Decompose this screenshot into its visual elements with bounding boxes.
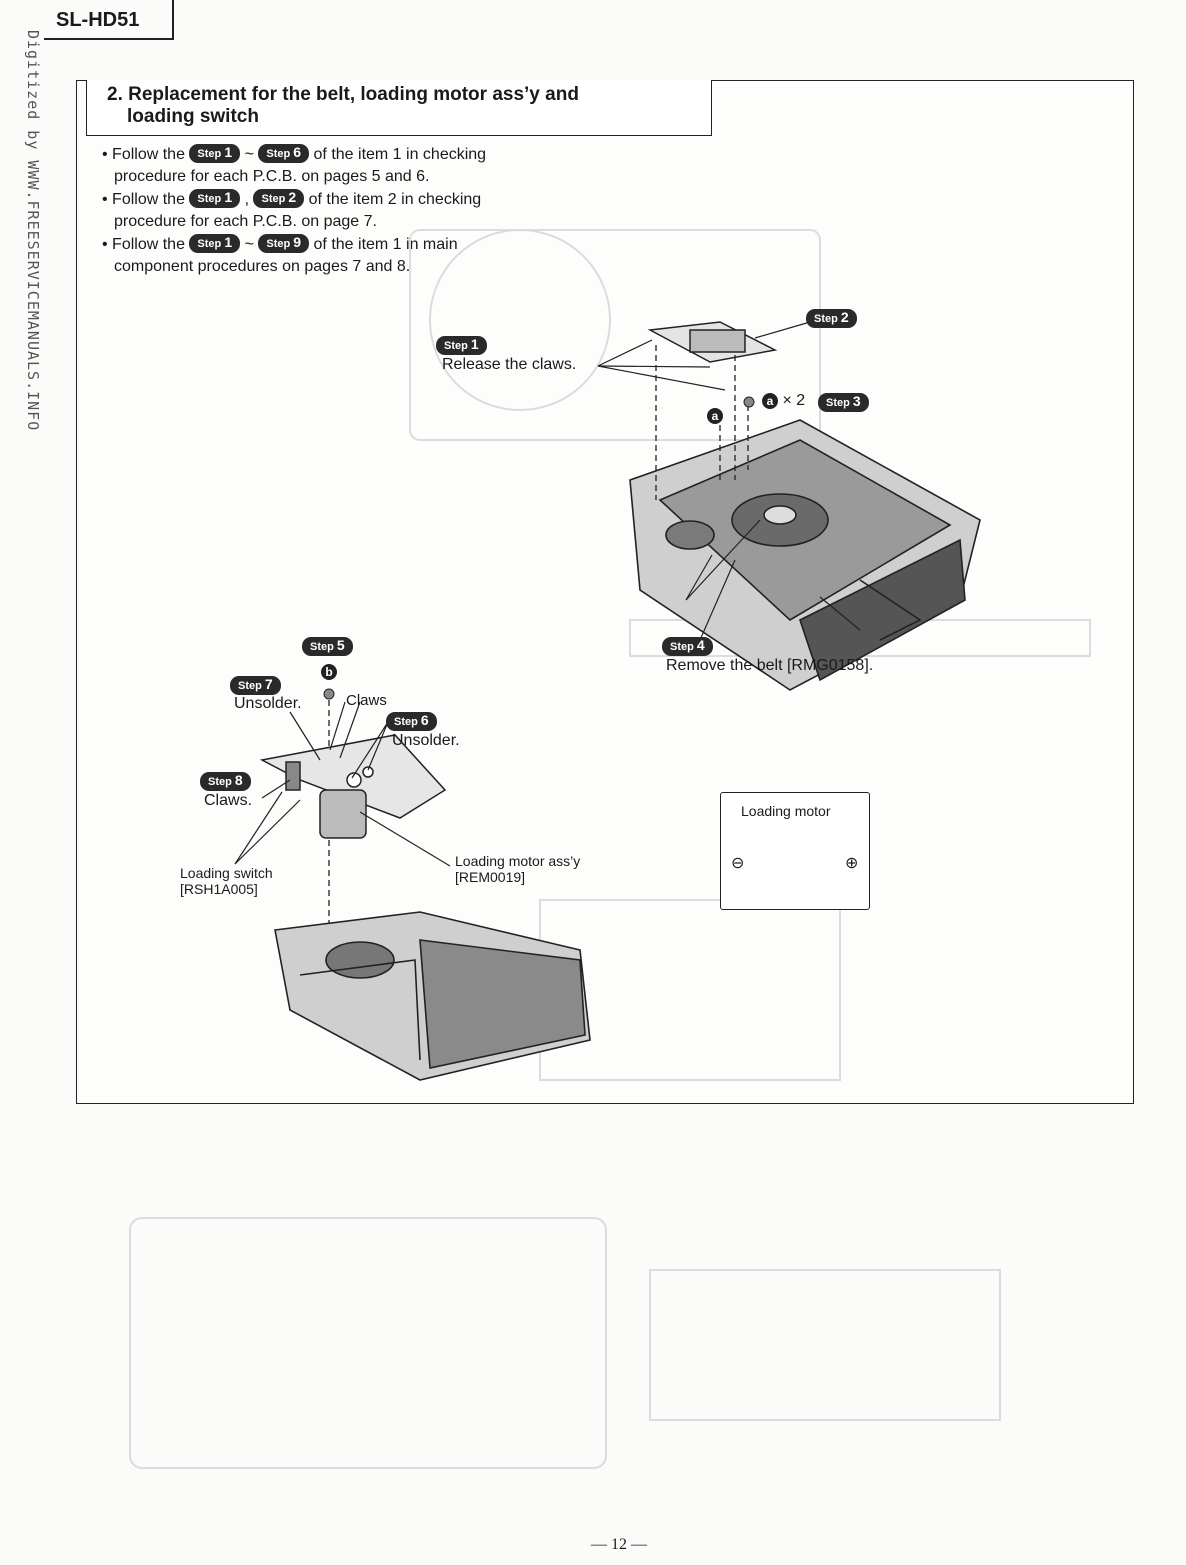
loading-motor-assembly — [259, 734, 447, 839]
step-7-text: Unsolder. — [234, 695, 302, 712]
step-7-badge: Step 7 — [230, 676, 281, 695]
cd-deck-top — [629, 419, 981, 691]
step-badge: Step 6 — [258, 144, 310, 163]
cd-deck-bottom — [274, 911, 591, 1081]
screw-b-marker: b — [321, 664, 337, 680]
switch-bracket — [647, 321, 778, 363]
section-title-line1: 2. Replacement for the belt, loading mot… — [107, 84, 579, 105]
loading-motor-label: Loading motor ass’y [REM0019] — [455, 853, 581, 885]
step-4-text: Remove the belt [RMG0158]. — [666, 657, 874, 674]
step-badge: Step 1 — [189, 234, 241, 253]
step-8-text: Claws. — [204, 792, 253, 809]
section-title: 2. Replacement for the belt, loading mot… — [86, 80, 712, 136]
plus-terminal-icon: ⊕ — [845, 855, 859, 872]
step-badge: Step 1 — [189, 144, 241, 163]
step-8-badge: Step 8 — [200, 772, 251, 791]
watermark: Digitized by WWW.FREESERVICEMANUALS.INFO — [24, 30, 42, 432]
step-badge: Step 1 — [189, 189, 241, 208]
instruction-item: • Follow the Step 1 , Step 2 of the item… — [102, 189, 482, 230]
step-6-text: Unsolder. — [392, 732, 460, 749]
instruction-item: • Follow the Step 1 ~ Step 6 of the item… — [102, 144, 487, 185]
model-tab: SL-HD51 — [44, 0, 174, 40]
step-1-badge: Step 1 — [436, 336, 487, 355]
page-number: — 12 — — [591, 1536, 647, 1553]
screw-a-marker: a — [762, 393, 778, 409]
instruction-item: • Follow the Step 1 ~ Step 9 of the item… — [102, 234, 458, 275]
step-3-badge: Step 3 — [818, 393, 869, 412]
step-3-screw-count: a × 2 — [762, 392, 805, 410]
instruction-list: • Follow the Step 1 ~ Step 6 of the item… — [102, 144, 622, 279]
minus-terminal-icon: ⊖ — [731, 855, 745, 872]
step-6-badge: Step 6 — [386, 712, 437, 731]
loading-switch-label: Loading switch [RSH1A005] — [180, 865, 273, 897]
section-title-line2: loading switch — [127, 106, 259, 127]
screw-a-marker: a — [707, 408, 723, 424]
step-badge: Step 2 — [253, 189, 305, 208]
step-1-text: Release the claws. — [442, 356, 577, 373]
screw-icon — [323, 396, 755, 700]
step-4-badge: Step 4 — [662, 637, 713, 656]
loading-motor-title: Loading motor — [741, 803, 831, 819]
step-2-badge: Step 2 — [806, 309, 857, 328]
step-badge: Step 9 — [258, 234, 310, 253]
step-5-badge: Step 5 — [302, 637, 353, 656]
loading-motor-box: Loading motor — [720, 792, 870, 910]
claws-label: Claws — [346, 692, 387, 709]
